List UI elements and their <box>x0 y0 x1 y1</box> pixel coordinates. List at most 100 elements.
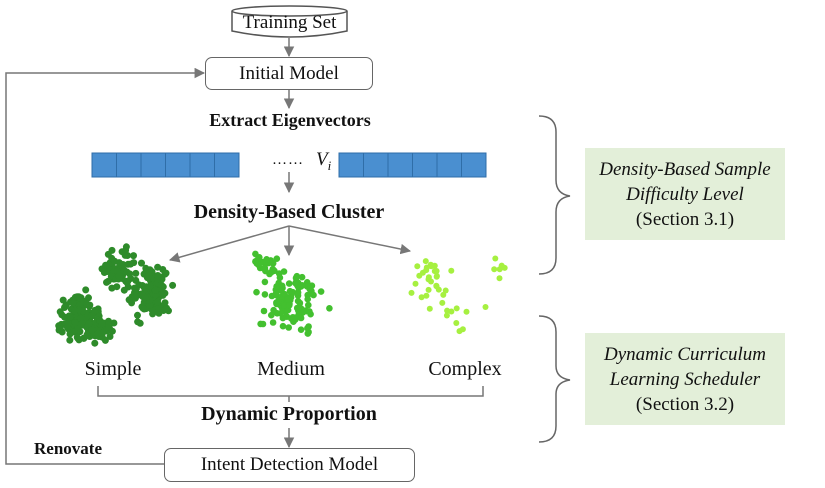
scatter-point <box>146 301 154 309</box>
annotation-1-line-1: Density-Based Sample <box>599 158 771 180</box>
scatter-point <box>64 324 71 332</box>
brace-section-3-2 <box>538 315 571 443</box>
scatter-point <box>260 307 268 315</box>
scatter-point <box>269 265 277 273</box>
annotation-2-line-1: Dynamic Curriculum <box>603 343 766 365</box>
scatter-point <box>169 281 177 289</box>
scatter-point <box>131 284 138 292</box>
scatter-point <box>66 313 74 321</box>
cluster-label-medium: Medium <box>257 358 325 380</box>
scatter-point <box>414 263 421 270</box>
scatter-point <box>154 272 162 279</box>
scatter-point <box>71 319 79 327</box>
scatter-point <box>306 308 313 315</box>
training-set-label: Training Set <box>242 12 337 33</box>
scatter-point <box>259 320 267 328</box>
vector-cell <box>140 152 166 178</box>
vector-cell <box>363 152 389 178</box>
scatter-point <box>304 295 312 303</box>
eigenvector-bar-left <box>91 152 240 178</box>
scatter-point <box>154 263 162 271</box>
scatter-point <box>139 304 147 312</box>
scatter-point <box>61 303 69 311</box>
annotation-section-3-1: Density-Based Sample Difficulty Level (S… <box>585 148 785 240</box>
scatter-point <box>152 286 160 294</box>
scatter-point <box>66 336 74 344</box>
scatter-point <box>277 310 285 317</box>
vector-ellipsis: …… <box>272 152 304 168</box>
scatter-point <box>310 291 317 299</box>
scatter-point <box>270 306 277 314</box>
scatter-point <box>448 267 455 274</box>
scatter-point <box>412 280 419 287</box>
scatter-point <box>162 269 170 277</box>
vector-cell <box>165 152 191 178</box>
scatter-point <box>292 279 299 287</box>
scatter-point <box>113 283 121 291</box>
density-cluster-label: Density-Based Cluster <box>193 201 385 223</box>
scatter-point <box>82 286 90 294</box>
vector-symbol: Vi <box>316 149 332 173</box>
cluster-label-simple: Simple <box>84 358 142 380</box>
scatter-point <box>136 319 144 327</box>
scatter-point <box>261 291 269 298</box>
scatter-point <box>106 333 114 340</box>
scatter-point <box>255 261 262 269</box>
scatter-point <box>138 290 145 298</box>
renovate-loop-arrow <box>5 67 206 465</box>
brace-section-3-1 <box>538 115 571 275</box>
scatter-point <box>85 294 92 302</box>
scatter-point <box>94 330 102 338</box>
scatter-point <box>145 271 152 279</box>
scatter-point <box>261 278 269 286</box>
scatter-point <box>306 285 313 293</box>
cluster-complex-scatter <box>408 255 508 335</box>
cluster-simple-scatter <box>55 243 177 347</box>
scatter-point <box>88 326 96 334</box>
scatter-point <box>105 317 112 325</box>
scatter-point <box>439 299 446 306</box>
annotation-2-line-3: (Section 3.2) <box>635 393 735 415</box>
scatter-point <box>102 261 110 269</box>
scatter-point <box>293 272 301 280</box>
scatter-point <box>127 260 134 268</box>
scatter-point <box>105 323 113 331</box>
scatter-point <box>159 283 167 291</box>
scatter-point <box>154 298 161 306</box>
scatter-point <box>278 282 286 290</box>
renovate-label: Renovate <box>34 439 102 458</box>
scatter-point <box>132 269 140 277</box>
scatter-point <box>423 264 430 271</box>
vector-cell <box>436 152 462 178</box>
annotation-1-line-2: Difficulty Level <box>626 183 744 205</box>
scatter-point <box>298 282 306 289</box>
extract-eigenvectors-label: Extract Eigenvectors <box>209 110 371 130</box>
scatter-point <box>159 291 167 299</box>
scatter-point <box>77 321 85 329</box>
scatter-point <box>294 297 302 305</box>
scatter-point <box>496 275 503 282</box>
scatter-point <box>273 255 281 262</box>
scatter-point <box>138 259 145 267</box>
scatter-point <box>423 292 430 299</box>
scatter-point <box>326 305 333 312</box>
scatter-point <box>268 311 275 319</box>
scatter-point <box>263 255 270 263</box>
scatter-point <box>433 273 440 280</box>
scatter-point <box>453 320 460 326</box>
scatter-point <box>443 312 450 319</box>
scatter-point <box>453 305 460 312</box>
scatter-point <box>122 246 130 254</box>
scatter-point <box>299 309 307 316</box>
scatter-point <box>98 320 106 328</box>
vector-cell <box>91 152 117 178</box>
scatter-point <box>317 288 325 295</box>
scatter-point <box>272 290 280 298</box>
annotation-2-line-2: Learning Scheduler <box>609 368 761 390</box>
annotation-section-3-2: Dynamic Curriculum Learning Scheduler (S… <box>585 333 785 425</box>
scatter-point <box>305 301 312 309</box>
scatter-point <box>108 246 116 254</box>
scatter-point <box>298 273 306 281</box>
scatter-point <box>419 269 426 276</box>
